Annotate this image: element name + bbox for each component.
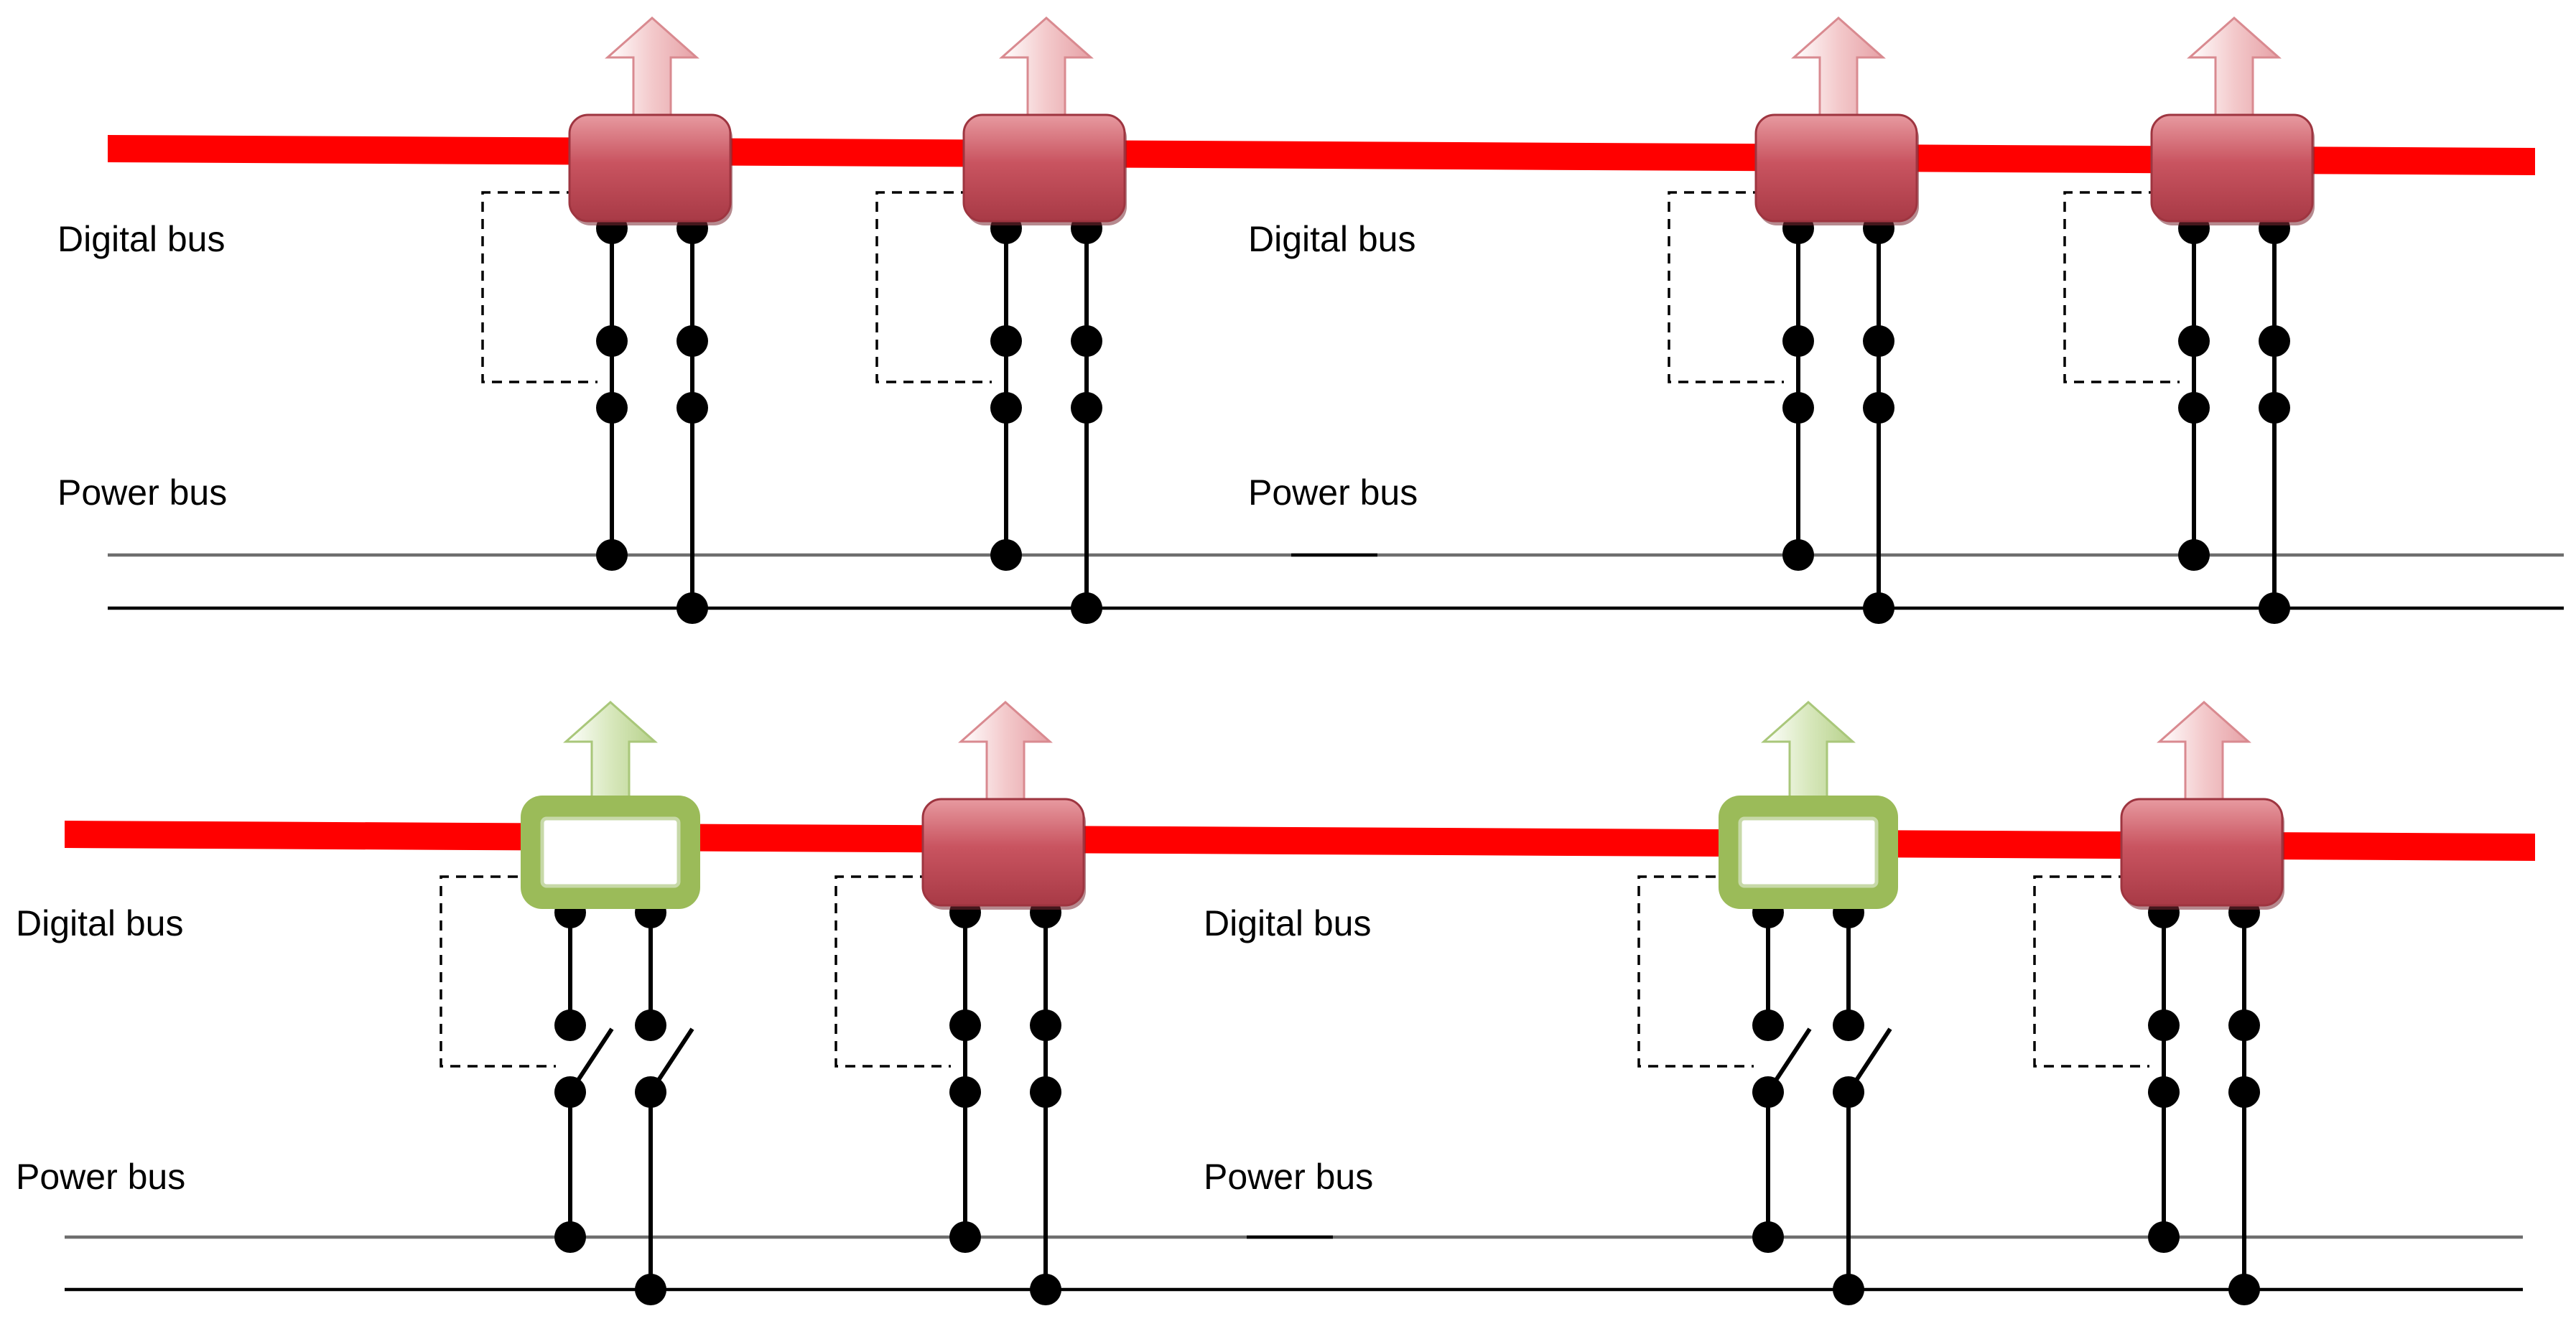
digital-bus-label: Digital bus xyxy=(16,903,183,943)
control-signal-line xyxy=(1668,191,1784,383)
ground-connection-dot xyxy=(2259,592,2290,624)
terminal-dot xyxy=(1030,1009,1061,1041)
module-3 xyxy=(1668,16,1919,624)
terminal-dot xyxy=(554,1076,586,1108)
terminal-dot xyxy=(676,325,708,357)
terminal-dot xyxy=(2148,1009,2180,1041)
terminal-dot xyxy=(1752,1076,1784,1108)
power-connection-dot xyxy=(596,539,628,571)
module-1 xyxy=(440,700,700,1305)
up-arrow-icon xyxy=(2187,16,2282,120)
control-signal-line xyxy=(834,875,951,1068)
up-arrow-icon xyxy=(958,700,1053,804)
terminal-dot xyxy=(596,392,628,424)
up-arrow-icon xyxy=(605,16,699,120)
active-module xyxy=(2120,798,2284,907)
terminal-dot xyxy=(635,1076,666,1108)
ground-connection-dot xyxy=(1071,592,1102,624)
active-module xyxy=(2150,113,2314,223)
up-arrow-icon xyxy=(563,700,658,804)
active-module xyxy=(568,113,732,223)
terminal-dot xyxy=(1782,325,1814,357)
terminal-dot xyxy=(554,1009,586,1041)
control-signal-line xyxy=(481,191,597,383)
module-4 xyxy=(2063,16,2315,624)
power-bus-label: Power bus xyxy=(1248,472,1418,513)
ground-connection-dot xyxy=(1863,592,1894,624)
terminal-dot xyxy=(2259,325,2290,357)
active-module xyxy=(1754,113,1918,223)
terminal-dot xyxy=(2178,392,2210,424)
terminal-dot xyxy=(2228,1076,2260,1108)
active-module xyxy=(921,798,1085,907)
terminal-dot xyxy=(949,1076,981,1108)
power-connection-dot xyxy=(990,539,1022,571)
terminal-dot xyxy=(1833,1076,1864,1108)
terminal-dot xyxy=(2148,1076,2180,1108)
terminal-dot xyxy=(949,1009,981,1041)
up-arrow-icon xyxy=(2157,700,2251,804)
power-connection-dot xyxy=(2178,539,2210,571)
terminal-dot xyxy=(676,392,708,424)
terminal-dot xyxy=(2259,392,2290,424)
power-connection-dot xyxy=(2148,1221,2180,1253)
digital-bus-label: Digital bus xyxy=(57,219,225,259)
power-connection-dot xyxy=(1782,539,1814,571)
ground-connection-dot xyxy=(1833,1274,1864,1305)
control-signal-line xyxy=(1637,875,1754,1068)
terminal-dot xyxy=(990,392,1022,424)
terminal-dot xyxy=(990,325,1022,357)
power-connection-dot xyxy=(1752,1221,1784,1253)
module-3 xyxy=(1637,700,1898,1305)
ground-connection-dot xyxy=(1030,1274,1061,1305)
control-signal-line xyxy=(440,875,556,1068)
power-bus-label: Power bus xyxy=(57,472,227,513)
power-bus-label: Power bus xyxy=(1204,1157,1373,1197)
ground-connection-dot xyxy=(676,592,708,624)
terminal-dot xyxy=(1782,392,1814,424)
up-arrow-icon xyxy=(999,16,1094,120)
module-1 xyxy=(481,16,733,624)
terminal-dot xyxy=(635,1009,666,1041)
terminal-dot xyxy=(2178,325,2210,357)
bypass-module-window xyxy=(1738,816,1879,888)
control-signal-line xyxy=(2033,875,2149,1068)
power-bus-label: Power bus xyxy=(16,1157,185,1197)
terminal-dot xyxy=(1833,1009,1864,1041)
ground-connection-dot xyxy=(2228,1274,2260,1305)
up-arrow-icon xyxy=(1761,700,1856,804)
terminal-dot xyxy=(1071,392,1102,424)
active-module xyxy=(962,113,1126,223)
power-connection-dot xyxy=(949,1221,981,1253)
module-4 xyxy=(2033,700,2284,1305)
module-2 xyxy=(834,700,1086,1305)
terminal-dot xyxy=(1863,392,1894,424)
bypass-module-window xyxy=(540,816,681,888)
control-signal-line xyxy=(875,191,992,383)
ground-connection-dot xyxy=(635,1274,666,1305)
terminal-dot xyxy=(596,325,628,357)
terminal-dot xyxy=(1863,325,1894,357)
power-connection-dot xyxy=(554,1221,586,1253)
terminal-dot xyxy=(1071,325,1102,357)
module-2 xyxy=(875,16,1127,624)
digital-bus-label: Digital bus xyxy=(1204,903,1371,943)
up-arrow-icon xyxy=(1791,16,1886,120)
control-signal-line xyxy=(2063,191,2180,383)
terminal-dot xyxy=(1030,1076,1061,1108)
terminal-dot xyxy=(2228,1009,2260,1041)
terminal-dot xyxy=(1752,1009,1784,1041)
digital-bus-label: Digital bus xyxy=(1248,219,1415,259)
